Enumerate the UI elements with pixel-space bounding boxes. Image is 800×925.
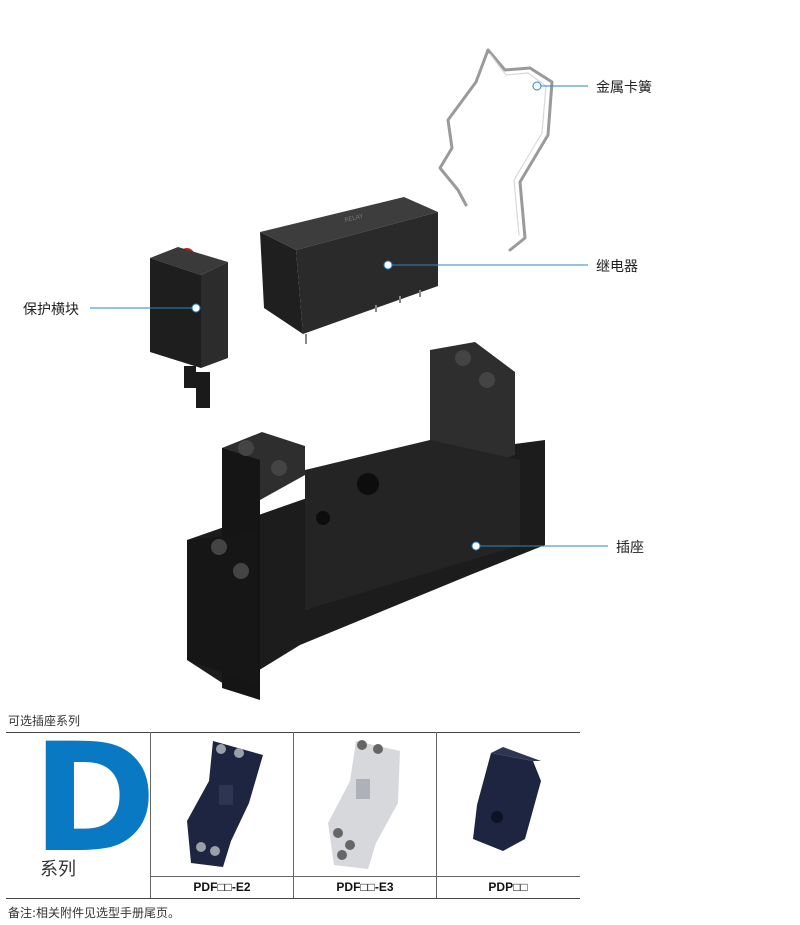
series-letter: D bbox=[32, 712, 157, 886]
socket-image bbox=[187, 342, 545, 700]
callout-relay: 继电器 bbox=[596, 259, 638, 275]
model-label-e2: PDF□□-E2 bbox=[193, 880, 251, 894]
callout-protection-module: 保护横块 bbox=[23, 302, 79, 318]
relay-image: RELAY bbox=[260, 197, 438, 344]
table-divider bbox=[293, 732, 294, 898]
section-title: 可选插座系列 bbox=[8, 714, 81, 728]
protection-module-image bbox=[150, 247, 228, 408]
socket-thumb-pdp bbox=[473, 747, 541, 851]
table-bottom-rule bbox=[6, 898, 580, 899]
callout-lines bbox=[90, 81, 608, 551]
product-illustration: RELAY bbox=[90, 48, 608, 700]
table-divider bbox=[436, 732, 437, 898]
callout-metal-clip: 金属卡簧 bbox=[596, 80, 652, 96]
series-suffix: 系列 bbox=[40, 859, 76, 880]
model-label-pdp: PDP□□ bbox=[488, 880, 528, 894]
socket-thumb-e3 bbox=[328, 740, 400, 869]
metal-clip-image bbox=[438, 48, 554, 252]
table-divider bbox=[150, 732, 151, 898]
svg-text:RELAY: RELAY bbox=[344, 213, 364, 224]
callout-socket: 插座 bbox=[616, 540, 644, 556]
footnote: 备注:相关附件见选型手册尾页。 bbox=[8, 906, 181, 920]
label-row-rule bbox=[150, 876, 580, 877]
socket-thumb-e2 bbox=[187, 741, 263, 867]
model-label-e3: PDF□□-E3 bbox=[336, 880, 394, 894]
